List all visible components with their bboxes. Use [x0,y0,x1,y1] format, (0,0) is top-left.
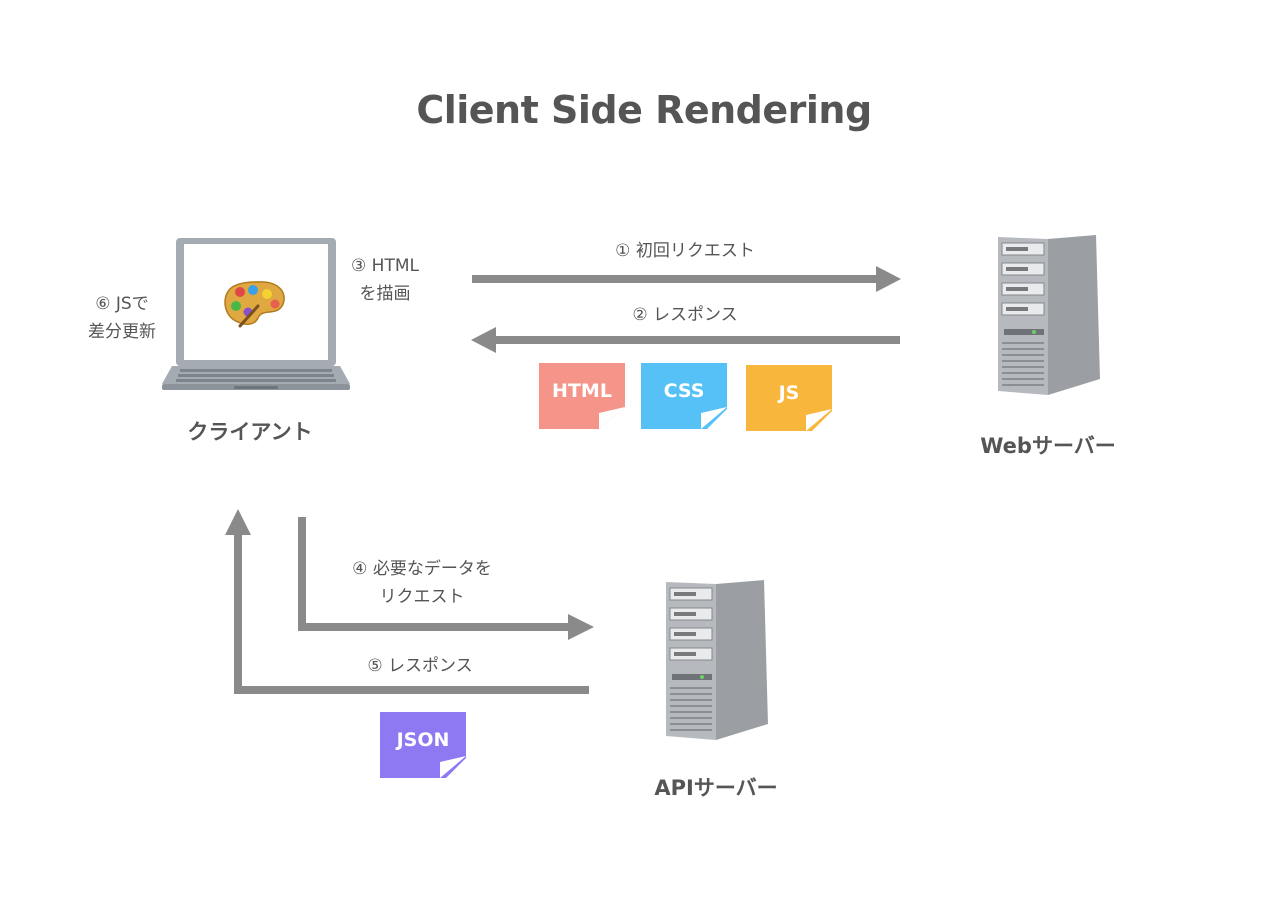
arrow-response-web [471,327,900,353]
html-file-badge: HTML [539,363,625,429]
arrow-response-api [225,509,589,694]
step-3-label: ③ HTML を描画 [330,252,440,308]
css-file-badge: CSS [641,363,727,429]
server-tower-icon [998,235,1100,395]
diagram-title: Client Side Rendering [416,88,872,132]
step-5-label: ⑤ レスポンス [367,656,473,676]
arrow-data-request [298,517,594,640]
web-server-label: Webサーバー [980,434,1116,458]
palette-icon [224,281,285,328]
json-file-badge: JSON [380,712,466,778]
step-2-label: ② レスポンス [632,305,738,325]
api-server-label: APIサーバー [654,776,778,800]
json-file-label: JSON [396,729,450,751]
step-4-label: ④ 必要なデータを リクエスト [322,555,522,611]
step-3-line-1: ③ HTML [351,256,419,276]
js-file-label: JS [778,382,800,404]
step-3-line-2: を描画 [359,284,411,304]
step-6-label: ⑥ JSで 差分更新 [62,290,182,346]
html-file-label: HTML [552,380,612,402]
arrow-initial-request [472,266,901,292]
step-6-line-2: 差分更新 [88,322,156,342]
client-label: クライアント [187,420,313,444]
server-tower-icon [666,580,768,740]
step-1-label: ① 初回リクエスト [615,241,755,261]
css-file-label: CSS [663,380,705,402]
step-4-line-2: リクエスト [379,587,465,607]
step-4-line-1: ④ 必要なデータを [352,559,492,579]
step-6-line-1: ⑥ JSで [95,294,149,314]
laptop-icon [162,238,350,390]
js-file-badge: JS [746,365,832,431]
